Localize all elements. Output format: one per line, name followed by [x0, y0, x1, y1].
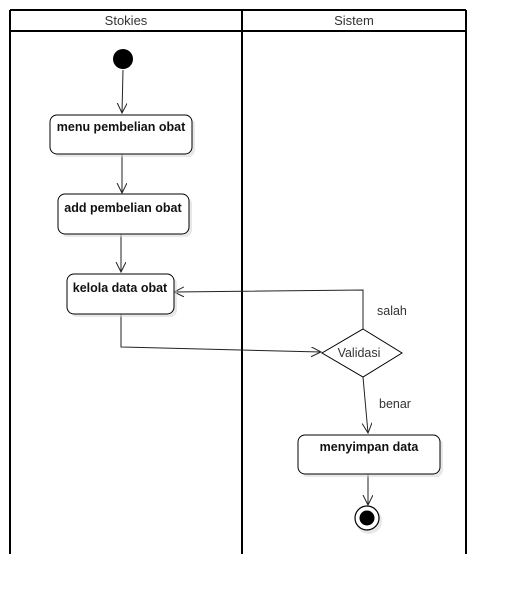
edge-kelola-to-validasi	[120, 314, 321, 352]
decision-validasi	[321, 328, 403, 378]
edge-start-to-menu	[122, 69, 123, 113]
action-add-pembelian-obat	[57, 193, 190, 235]
action-label-add: add pembelian obat	[64, 201, 182, 215]
edge-validasi-to-simpan	[363, 376, 368, 433]
edge-validasi-to-kelola	[174, 290, 364, 329]
action-label-menu: menu pembelian obat	[57, 120, 186, 134]
guard-benar: benar	[379, 397, 411, 411]
decision-label-validasi: Validasi	[338, 346, 381, 360]
edges	[120, 69, 368, 505]
action-label-simpan: menyimpan data	[320, 440, 420, 454]
initial-node	[113, 49, 133, 69]
action-kelola-data-obat	[66, 273, 175, 315]
lane-title-stokies: Stokies	[105, 13, 148, 28]
action-label-kelola: kelola data obat	[73, 281, 168, 295]
action-menu-pembelian-obat	[49, 114, 193, 155]
guard-salah: salah	[377, 304, 407, 318]
final-node-core	[359, 510, 375, 526]
swimlane-frame	[9, 9, 467, 554]
action-menyimpan-data	[297, 434, 441, 475]
lane-title-sistem: Sistem	[334, 13, 374, 28]
